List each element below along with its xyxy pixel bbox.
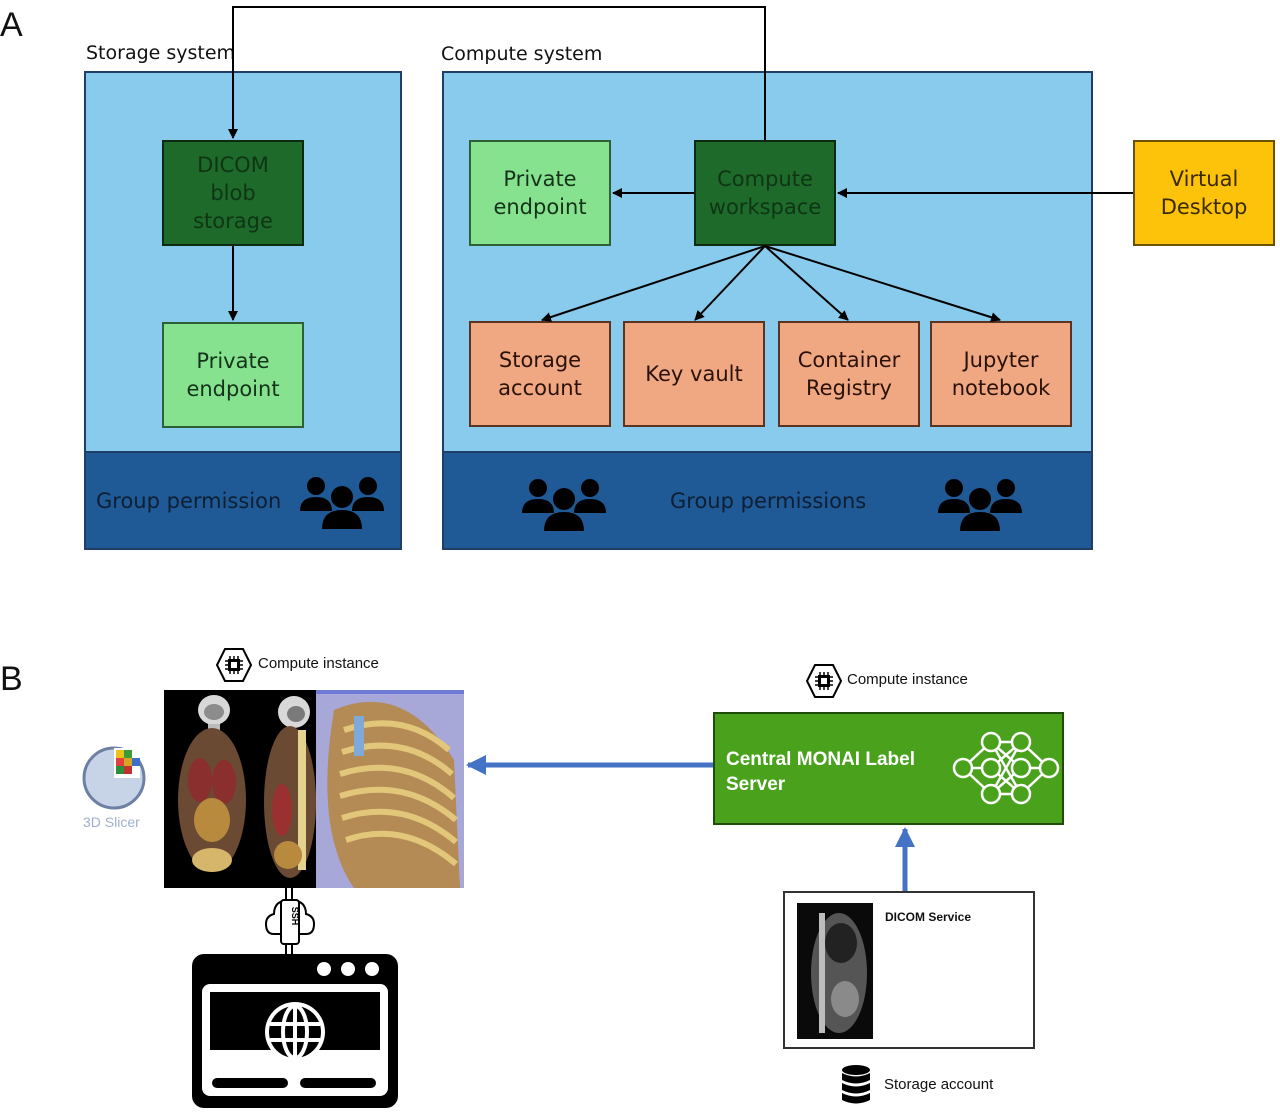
browser-globe-icon: [192, 954, 398, 1108]
3d-slicer-logo: [82, 746, 146, 810]
storage-system-title: Storage system: [86, 42, 236, 64]
dicom-blob-storage-node: DICOM blob storage: [162, 140, 304, 246]
storage-private-endpoint-node: Private endpoint: [162, 322, 304, 428]
storage-account-node: Storage account: [469, 321, 611, 427]
ssh-label: SSH: [290, 907, 300, 926]
storage-account-label: Storage account: [884, 1076, 994, 1093]
3d-rib-cage-rendering: [316, 690, 464, 888]
ssh-cloud-icon: SSH: [264, 886, 316, 956]
monai-server-label: Central MONAI Label Server: [726, 749, 915, 795]
panel-a-connectors: [228, 6, 1133, 323]
workspace-to-storage-arrow: [541, 245, 766, 322]
dicom-service-label: DICOM Service: [885, 910, 972, 924]
panel-a-letter: A: [0, 6, 23, 44]
monai-label-server-box: Central MONAI Label Server: [713, 712, 1064, 825]
compute-permission-bar: Group permissions: [442, 451, 1093, 550]
slicer-screenshot-image: [164, 690, 464, 888]
compute-system-title: Compute system: [441, 43, 603, 65]
workspace-to-keyvault-arrow: [694, 245, 766, 321]
neural-network-icon: [952, 731, 1060, 805]
workspace-to-jupyter-arrow: [764, 245, 1001, 323]
dicom-service-box: DICOM Service: [783, 891, 1035, 1049]
panel-b-letter: B: [0, 660, 23, 698]
dicom-ct-image: [797, 903, 873, 1039]
chip-hexagon-icon: [216, 648, 252, 682]
compute-private-endpoint-node: Private endpoint: [469, 140, 611, 246]
workspace-to-blob-arrow: [228, 6, 766, 140]
container-registry-node: Container Registry: [778, 321, 920, 427]
sagittal-body-rendering: [264, 696, 316, 878]
slicer-label: 3D Slicer: [83, 814, 140, 830]
panel-b-connectors: [466, 755, 915, 891]
workspace-to-registry-arrow: [764, 245, 849, 321]
storage-permission-bar: Group permission: [84, 451, 402, 550]
compute-permission-label: Group permissions: [670, 489, 867, 513]
chip-hexagon-icon: [806, 664, 842, 698]
virtual-desktop-node: Virtual Desktop: [1133, 140, 1275, 246]
storage-permission-label: Group permission: [96, 489, 282, 513]
compute-workspace-node: Compute workspace: [694, 140, 836, 246]
jupyter-notebook-node: Jupyter notebook: [930, 321, 1072, 427]
people-group-icon: [300, 477, 384, 529]
database-icon: [842, 1065, 870, 1104]
compute-instance-left-label: Compute instance: [258, 655, 379, 672]
people-group-icon: [522, 479, 606, 531]
key-vault-node: Key vault: [623, 321, 765, 427]
compute-instance-right-label: Compute instance: [847, 671, 968, 688]
people-group-icon: [938, 479, 1022, 531]
coronal-body-rendering: [178, 695, 246, 872]
